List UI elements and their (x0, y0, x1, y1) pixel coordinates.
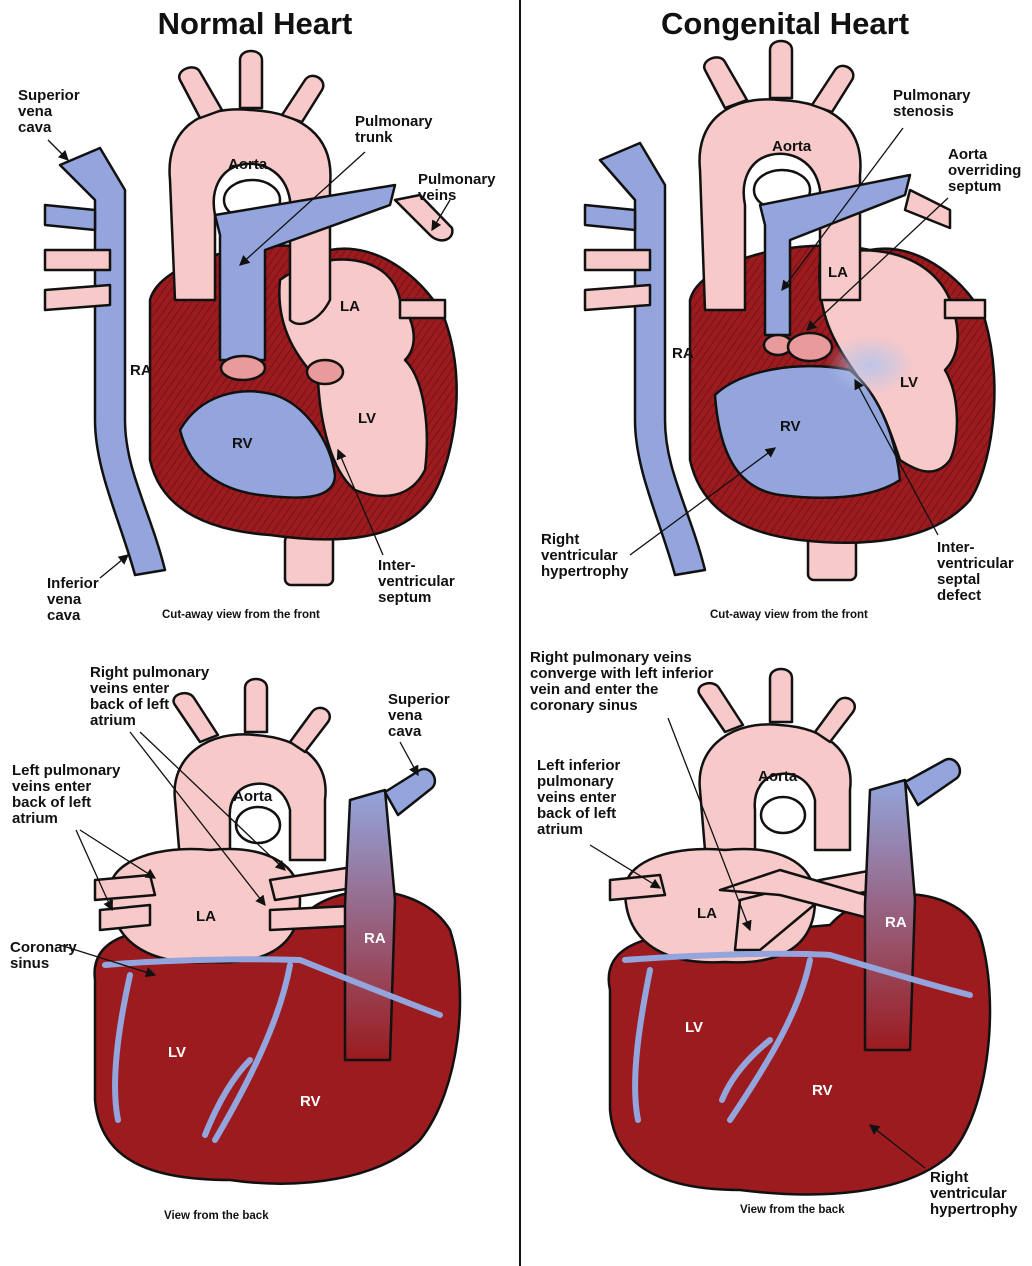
label-left-pulmonary-veins: Left pulmonary veins enter back of left … (12, 763, 120, 827)
chamber-rv: RV (300, 1093, 321, 1110)
chamber-ra: RA (885, 914, 907, 931)
label-right-pulmonary-veins-converge: Right pulmonary veins converge with left… (530, 650, 713, 714)
label-superior-vena-cava-back: Superior vena cava (388, 692, 450, 740)
chamber-ra: RA (672, 345, 694, 362)
label-superior-vena-cava: Superior vena cava (18, 88, 80, 136)
caption-congenital-back: View from the back (740, 1204, 845, 1216)
congenital-back-heart (609, 669, 990, 1194)
label-aorta-overriding-septum: Aorta overriding septum (948, 147, 1021, 195)
label-pulmonary-veins: Pulmonary veins (418, 172, 496, 204)
chamber-ra: RA (364, 930, 386, 947)
label-right-ventricular-hypertrophy-back: Right ventricular hypertrophy (930, 1170, 1018, 1218)
chamber-la: LA (828, 264, 848, 281)
label-pulmonary-trunk: Pulmonary trunk (355, 114, 433, 146)
chamber-rv: RV (812, 1082, 833, 1099)
congenital-front-heart (585, 41, 994, 580)
chamber-aorta: Aorta (758, 768, 797, 785)
label-inferior-vena-cava: Inferior vena cava (47, 576, 99, 624)
chamber-aorta: Aorta (772, 138, 811, 155)
label-pulmonary-stenosis: Pulmonary stenosis (893, 88, 971, 120)
label-left-inferior-pulmonary-veins: Left inferior pulmonary veins enter back… (537, 758, 620, 838)
chamber-rv: RV (232, 435, 253, 452)
label-coronary-sinus: Coronary sinus (10, 940, 77, 972)
chamber-lv: LV (685, 1019, 703, 1036)
label-interventricular-septal-defect: Inter- ventricular septal defect (937, 540, 1014, 604)
caption-normal-back: View from the back (164, 1210, 269, 1222)
chamber-lv: LV (168, 1044, 186, 1061)
chamber-la: LA (697, 905, 717, 922)
chamber-lv: LV (358, 410, 376, 427)
chamber-lv: LV (900, 374, 918, 391)
chamber-aorta: Aorta (233, 788, 272, 805)
chamber-la: LA (340, 298, 360, 315)
chamber-rv: RV (780, 418, 801, 435)
label-right-ventricular-hypertrophy-front: Right ventricular hypertrophy (541, 532, 629, 580)
caption-congenital-front: Cut-away view from the front (710, 609, 868, 621)
label-right-pulmonary-veins: Right pulmonary veins enter back of left… (90, 665, 209, 729)
normal-back-heart (95, 679, 460, 1184)
chamber-ra: RA (130, 362, 152, 379)
chamber-aorta: Aorta (228, 156, 267, 173)
chamber-la: LA (196, 908, 216, 925)
caption-normal-front: Cut-away view from the front (162, 609, 320, 621)
label-interventricular-septum: Inter- ventricular septum (378, 558, 455, 606)
